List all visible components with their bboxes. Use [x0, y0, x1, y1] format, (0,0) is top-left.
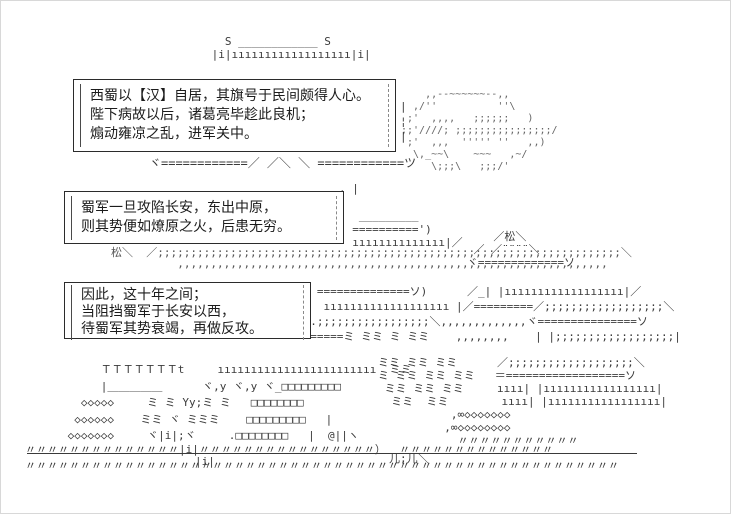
- dialogue-text-3: 因此，这十年之间； 当阻挡蜀军于长安以西， 待蜀军其势衰竭，再做反攻。: [71, 285, 304, 340]
- ascii-right-tree: ミミ ミミ ミミ ／;;;;;;;;;;;;;;;;;;;＼ ミ ミミ ミミ ミ…: [378, 356, 668, 447]
- ascii-forest-mid: | ==============ソ) ／_| |ıııııııııııııııı…: [297, 285, 681, 343]
- ascii-ground-row2: 〃〃〃〃〃〃〃〃〃〃〃〃〃〃〃〃〃〃〃〃〃〃〃〃〃〃〃〃〃〃〃〃〃〃〃〃〃〃〃〃…: [25, 459, 619, 472]
- dialogue-box-2: 蜀军一旦攻陷长安，东出中原， 则其势便如燎原之火，后患无穷。: [64, 191, 344, 244]
- dialogue-box-3: 因此，这十年之间； 当阻挡蜀军于长安以西， 待蜀军其势衰竭，再做反攻。: [64, 282, 311, 340]
- ascii-top-banner: S ____________ S |i|ıııııııııııııııııı|i…: [211, 35, 371, 61]
- ascii-cloud: ,,--~~~~~~--,, ,/'' ''\ ;' ,,,, ;;;;;; )…: [401, 89, 558, 172]
- ascii-pine-right: ／松＼ ／ ／¨¨¨¨＼ ヾ=============ソ: [466, 230, 575, 269]
- ground-line: [27, 453, 637, 454]
- ascii-ground-row1: 〃〃〃〃〃〃〃〃〃〃〃〃〃〃|i|〃〃〃〃〃〃〃〃〃〃〃〃〃〃〃〃） 〃〃〃〃〃…: [25, 443, 554, 456]
- ascii-side-bars: | ¦ |: [400, 100, 407, 143]
- ascii-box2-side: . | _________ ==========') ııııııııııııı…: [339, 182, 463, 249]
- dialogue-box-1: 西蜀以【汉】自居，其旗号于民间颇得人心。 陛下病故以后，诸葛亮毕趁此良机； 煽动…: [73, 79, 396, 152]
- ascii-pine-left: 松＼ ／;;;;;;;;;;;;;;;;;;;;;;;;;;;;;;;;;;;;…: [111, 246, 632, 270]
- ascii-trunk-left: |i|: [195, 455, 215, 468]
- dialogue-text-1: 西蜀以【汉】自居，其旗号于民间颇得人心。 陛下病故以后，诸葛亮毕趁此良机； 煽动…: [80, 84, 389, 147]
- ascii-left-grove: ＴＴＴＴＴＴＴt ıııııııııııııııııııııııı ミミ |＿＿…: [67, 363, 412, 442]
- ascii-roots-mid: 儿;儿＼: [389, 452, 429, 465]
- dialogue-text-2: 蜀军一旦攻陷长安，东出中原， 则其势便如燎原之火，后患无穷。: [71, 196, 337, 240]
- ascii-hill-row: ヾ============／ ／＼ ＼ ============ツ: [149, 156, 417, 170]
